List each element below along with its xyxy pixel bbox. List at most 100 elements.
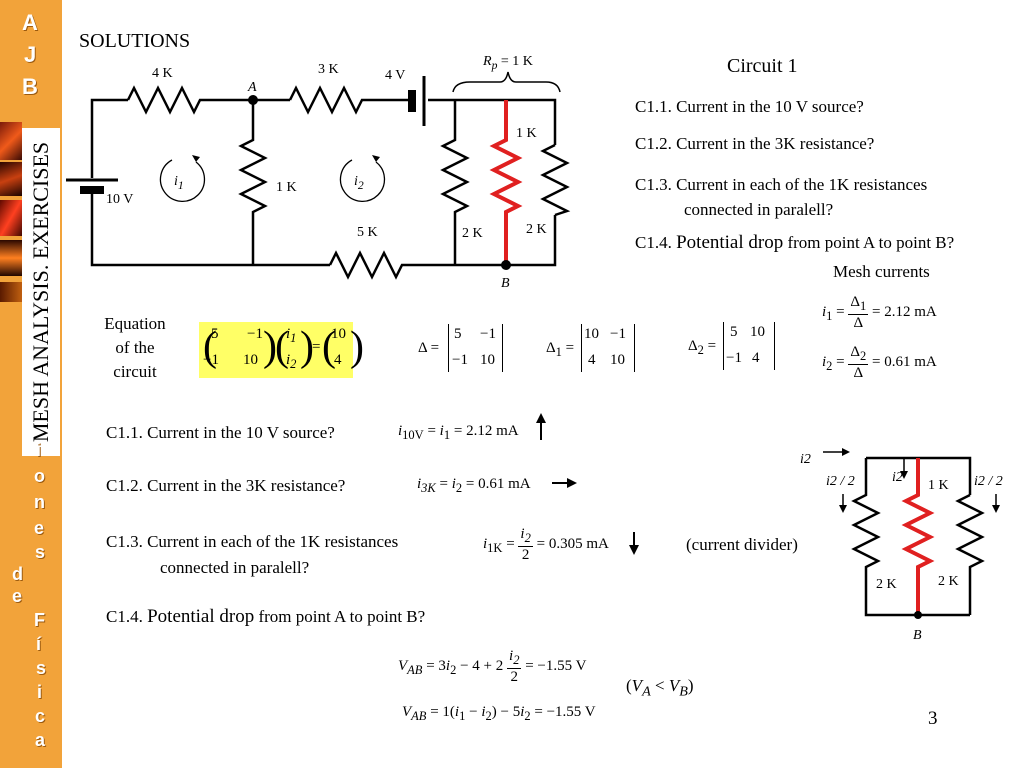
equation-label-line-3: circuit <box>113 362 157 381</box>
det-cell: 5 <box>730 324 738 340</box>
label-5k: 5 K <box>357 225 378 240</box>
equation-label: Equation of the circuit <box>92 312 178 384</box>
sidebar-letter: c <box>35 706 46 726</box>
sidebar-letter: d <box>12 564 23 584</box>
mesh-current-1-value: 2.12 mA <box>884 303 937 320</box>
title-box <box>22 128 60 456</box>
sidebar-letter: o <box>34 466 45 486</box>
rhs-cell: 4 <box>334 352 342 368</box>
side-photo-5 <box>0 282 22 302</box>
label-center-1k: 1 K <box>276 180 297 195</box>
answer-2-value: 0.61 mA <box>478 476 531 492</box>
answer-1-question: C1.1. Current in the 10 V source? <box>106 423 335 442</box>
c2-i2-half-left-label: i2 / 2 <box>826 474 855 489</box>
mesh-2-symbol: i <box>354 174 358 189</box>
label-3k: 3 K <box>318 62 339 77</box>
c2-i2-mid-label: i2 <box>892 470 903 485</box>
equation-label-line-1: Equation <box>104 314 166 333</box>
answer-4-highlight: Potential drop <box>147 606 255 627</box>
c2-i2-top-label: i2 <box>800 452 811 467</box>
matrix-cell: −1 <box>247 326 263 342</box>
answer-3-value: 0.305 mA <box>548 535 609 552</box>
page-number: 3 <box>928 708 938 729</box>
delta1-determinant: Δ1 = 10 −1 4 10 <box>546 322 638 374</box>
logo-letter-b: B <box>22 74 38 99</box>
answer-3-question: C1.3. Current in each of the 1K resistan… <box>106 532 399 551</box>
question-2: C1.2. Current in the 3K resistance? <box>635 134 875 153</box>
c2-left-2k-label: 2 K <box>876 577 897 592</box>
label-right-2k-2: 2 K <box>526 222 547 237</box>
answer-2-eq: i3K = i2 = 0.61 mA <box>417 476 531 495</box>
mesh-1-label: i1 <box>174 174 184 192</box>
question-4-suffix: from point A to point B? <box>783 233 955 252</box>
logo-letter-j: J <box>24 42 37 67</box>
mesh-1-subscript: 1 <box>177 178 184 192</box>
det-cell: 10 <box>480 352 495 368</box>
det-cell: 4 <box>752 350 760 366</box>
rp-subscript: p <box>491 58 498 72</box>
mesh-2-label: i2 <box>354 174 364 192</box>
rp-label: Rp = 1 K <box>483 54 533 72</box>
side-photo-3 <box>0 200 22 236</box>
sidebar-letter: s <box>36 658 47 678</box>
matrix-cell: −1 <box>203 352 219 368</box>
sidebar-letter: í <box>36 634 42 654</box>
node-a-label: A <box>248 80 257 95</box>
vab-equation-2: VAB = 1(i1 − i2) − 5i2 = −1.55 V <box>402 704 596 723</box>
sidebar-letter: e <box>12 586 23 606</box>
label-10v: 10 V <box>106 192 134 207</box>
det-cell: 10 <box>750 324 765 340</box>
vab-value-1: −1.55 V <box>537 657 587 674</box>
det-cell: −1 <box>726 350 742 366</box>
sidebar-letter: i <box>36 440 42 460</box>
circuit-title: Circuit 1 <box>727 55 798 77</box>
side-photo-2 <box>0 162 22 196</box>
det-cell: 10 <box>584 326 599 342</box>
delta2-determinant: Δ2 = 5 10 −1 4 <box>688 320 780 372</box>
answer-4-prefix: C1.4. <box>106 607 148 626</box>
matrix-equation <box>199 322 353 378</box>
answer-1-eq: i10V = i1 = 2.12 mA <box>398 423 519 442</box>
vab-value-2: −1.55 V <box>546 704 596 720</box>
matrix-cell: 10 <box>243 352 258 368</box>
sidebar-letter: a <box>35 730 46 750</box>
det-cell: −1 <box>452 352 468 368</box>
mesh-current-2-value: 0.61 mA <box>884 353 937 370</box>
question-3: C1.3. Current in each of the 1K resistan… <box>635 175 928 194</box>
answer-4-question: C1.4. Potential drop from point A to poi… <box>106 606 425 628</box>
det-cell: 5 <box>454 326 462 342</box>
side-photo-4 <box>0 240 22 276</box>
logo-letter-a: A <box>22 10 38 35</box>
rhs-cell: 10 <box>331 326 346 342</box>
c2-i2-half-right-label: i2 / 2 <box>974 474 1003 489</box>
sidebar-letter: e <box>34 518 45 538</box>
sidebar: A J B MESH ANALYSIS. EXERCISES i o n e s… <box>0 0 62 768</box>
c2-right-2k-label: 2 K <box>938 574 959 589</box>
label-4k: 4 K <box>152 66 173 81</box>
label-4v: 4 V <box>385 68 406 83</box>
answer-1-value: 2.12 mA <box>466 423 519 439</box>
node-b-label: B <box>501 276 510 291</box>
det-cell: 10 <box>610 352 625 368</box>
answer-2-question: C1.2. Current in the 3K resistance? <box>106 476 346 495</box>
mesh-currents-title: Mesh currents <box>833 262 930 281</box>
c2-node-b-label: B <box>913 628 922 643</box>
answer-4-suffix: from point A to point B? <box>254 607 426 626</box>
det-cell: 4 <box>588 352 596 368</box>
sidebar-letter: F <box>34 610 45 630</box>
solutions-heading: SOLUTIONS <box>79 30 191 52</box>
question-3-cont: connected in paralell? <box>684 200 834 219</box>
label-right-2k-1: 2 K <box>462 226 483 241</box>
mesh-1-symbol: i <box>174 174 178 189</box>
rp-symbol: R <box>483 54 492 69</box>
equation-label-line-2: of the <box>115 338 155 357</box>
det-cell: −1 <box>480 326 496 342</box>
sidebar-letter: s <box>35 542 46 562</box>
